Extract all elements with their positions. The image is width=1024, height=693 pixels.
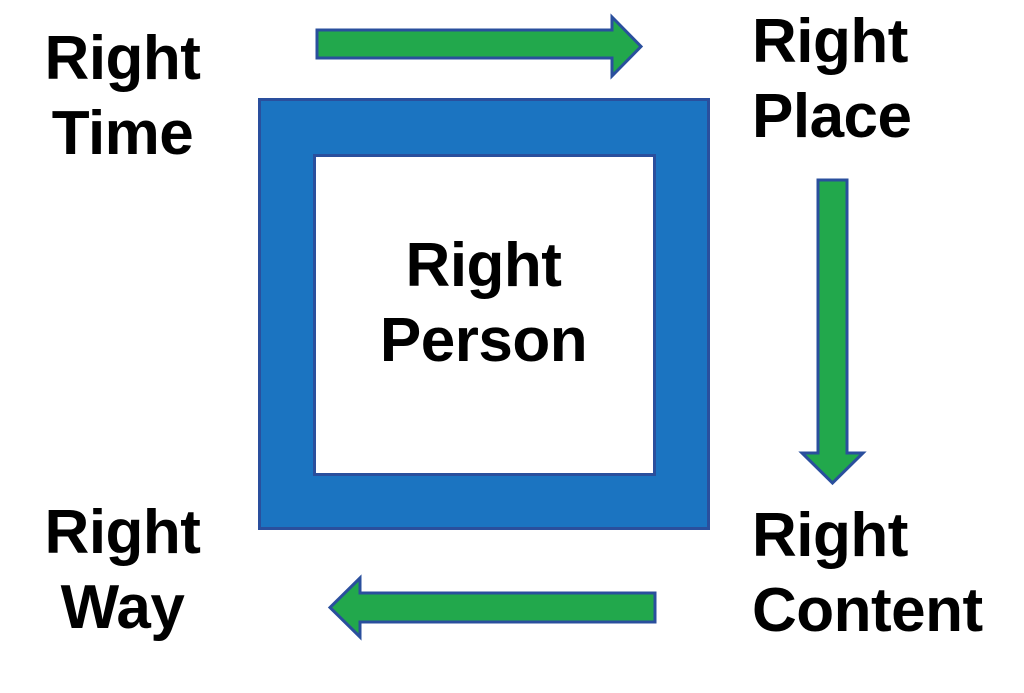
label-bottom-left: Right Way — [44, 498, 201, 642]
label-bottom-right: Right Content — [752, 501, 983, 645]
inner-white-square — [313, 154, 656, 476]
label-top-left: Right Time — [44, 24, 201, 168]
arrow-left-icon — [327, 574, 657, 641]
label-top-right: Right Place — [752, 7, 912, 151]
center-label: Right Person — [379, 231, 588, 375]
arrow-down-icon — [798, 178, 867, 486]
blue-square-frame — [258, 98, 710, 530]
arrow-right-icon — [315, 13, 644, 80]
